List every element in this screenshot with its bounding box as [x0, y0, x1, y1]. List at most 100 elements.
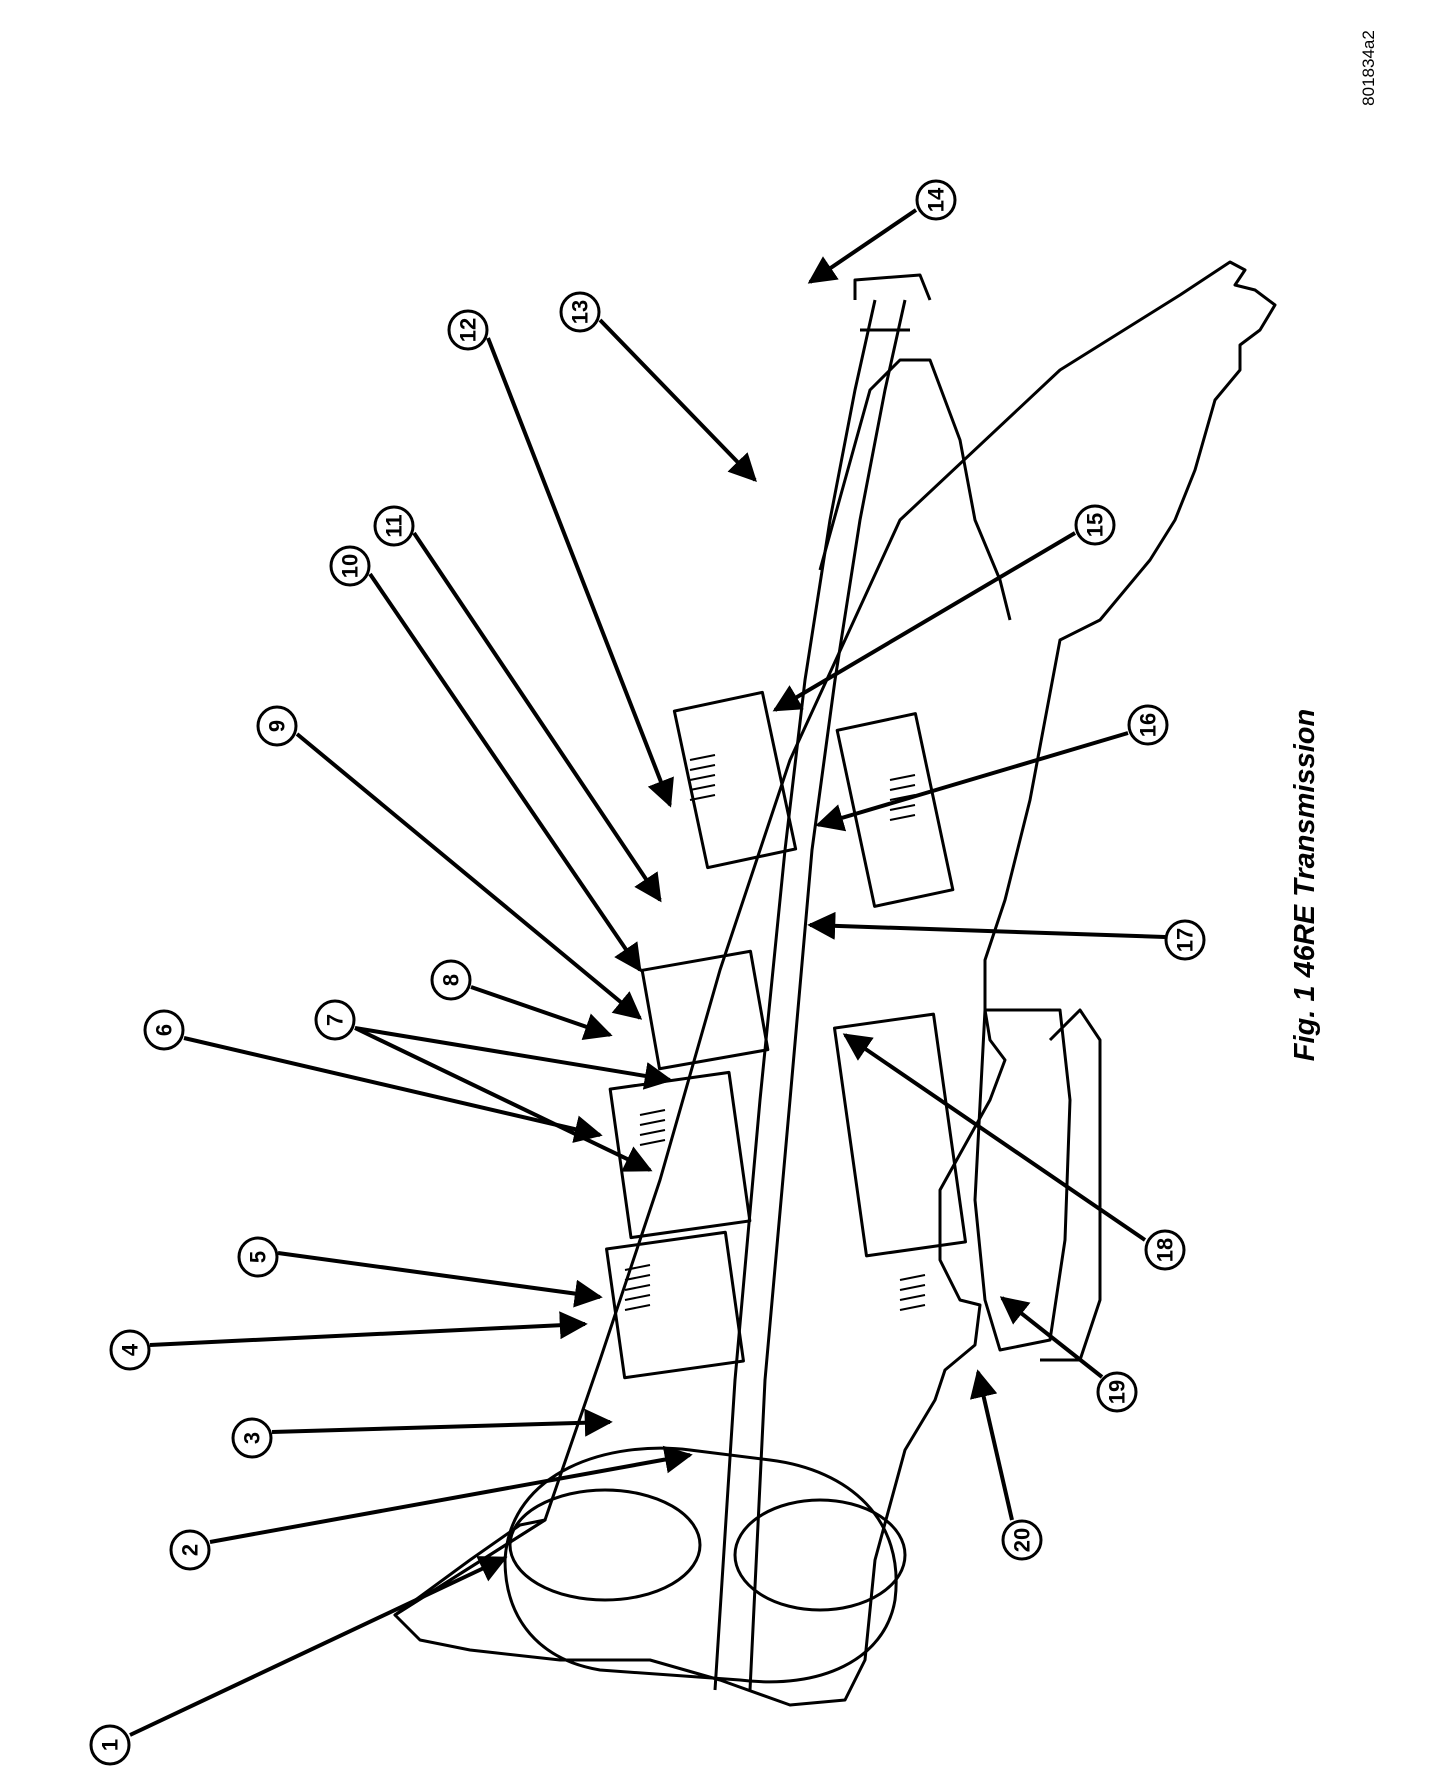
leader-7a [354, 1026, 653, 1172]
callout-circle [373, 505, 415, 547]
callout-number: 15 [1083, 513, 1108, 537]
callout-10: 10 [329, 545, 371, 587]
callout-number: 13 [568, 300, 593, 324]
callout-9: 9 [256, 705, 298, 747]
callout-11: 11 [373, 505, 415, 547]
leader-9 [295, 732, 643, 1020]
callout-circle [143, 1009, 185, 1051]
callout-number: 3 [240, 1432, 265, 1444]
clutch-plates [624, 754, 926, 1311]
callout-number: 19 [1105, 1380, 1130, 1404]
callout-number: 18 [1153, 1238, 1178, 1262]
leader-13 [598, 318, 757, 483]
extension-housing [818, 358, 1012, 621]
low-reverse-area [832, 1012, 968, 1258]
callout-number: 20 [1010, 1528, 1035, 1552]
leader-5 [277, 1251, 603, 1308]
leader-7b [354, 1026, 673, 1090]
torque-converter-lower [733, 1498, 907, 1612]
callout-circle [1074, 504, 1116, 546]
planetary-front [640, 949, 770, 1071]
leader-16 [815, 731, 1129, 832]
callout-circle [1164, 919, 1206, 961]
callout-number: 1 [98, 1739, 123, 1751]
leader-1 [129, 1556, 508, 1737]
output-shaft [853, 273, 932, 332]
callout-number: 4 [118, 1343, 143, 1356]
callout-14: 14 [915, 179, 957, 221]
main-shaft-inner [748, 299, 907, 1691]
callout-circle [237, 1236, 279, 1278]
callout-17: 17 [1164, 919, 1206, 961]
leader-15 [772, 531, 1077, 712]
callout-circle [559, 291, 601, 333]
callout-circle [329, 545, 371, 587]
callout-circle [314, 999, 356, 1041]
transmission-body [393, 260, 1277, 1707]
callout-circle [447, 309, 489, 351]
housing-outline [393, 260, 1277, 1707]
callout-circle [915, 179, 957, 221]
callout-1: 1 [89, 1724, 131, 1766]
callout-number: 16 [1136, 713, 1161, 737]
leader-17 [807, 911, 1166, 940]
callout-circle [109, 1329, 151, 1371]
callout-circle [430, 959, 472, 1001]
callout-circle [169, 1529, 211, 1571]
torque-converter-shell [503, 1446, 898, 1684]
leader-8 [470, 985, 613, 1041]
callout-circle [1144, 1229, 1186, 1271]
rear-clutch-drum [605, 1230, 745, 1380]
leader-20 [969, 1369, 1014, 1521]
leader-14 [807, 208, 918, 284]
callout-number: 14 [924, 187, 949, 212]
leader-6 [183, 1036, 603, 1143]
callout-circle [1001, 1519, 1043, 1561]
callout-number: 5 [246, 1251, 271, 1263]
callout-7: 7 [314, 999, 356, 1041]
leader-11 [412, 531, 662, 903]
leader-3 [271, 1408, 613, 1437]
callout-number: 7 [323, 1014, 348, 1026]
callout-circle [231, 1417, 273, 1459]
callout-15: 15 [1074, 504, 1116, 546]
valve-body [973, 1008, 1072, 1352]
callout-circle [1096, 1371, 1138, 1413]
callout-16: 16 [1127, 704, 1169, 746]
leader-19 [999, 1296, 1104, 1379]
callout-6: 6 [143, 1009, 185, 1051]
callout-12: 12 [447, 309, 489, 351]
callout-circle [1127, 704, 1169, 746]
callout-number: 11 [382, 514, 407, 537]
callout-number: 2 [178, 1544, 203, 1556]
callout-number: 17 [1173, 928, 1198, 952]
bell-housing [393, 1518, 547, 1617]
callout-number: 8 [439, 974, 464, 986]
callout-number: 6 [152, 1024, 177, 1036]
callout-5: 5 [237, 1236, 279, 1278]
overdrive-unit-lower [835, 712, 955, 908]
leader-2 [209, 1445, 693, 1544]
callout-circle [256, 705, 298, 747]
callout-19: 19 [1096, 1371, 1138, 1413]
leader-18 [842, 1033, 1147, 1242]
callout-number: 10 [338, 554, 363, 578]
callout-13: 13 [559, 291, 601, 333]
leader-10 [368, 572, 642, 973]
callout-18: 18 [1144, 1229, 1186, 1271]
callout-3: 3 [231, 1417, 273, 1459]
figure-caption: Fig. 1 46RE Transmission [1289, 708, 1321, 1062]
callout-2: 2 [169, 1529, 211, 1571]
callout-8: 8 [430, 959, 472, 1001]
figure-code: 801834a2 [1359, 30, 1378, 106]
torque-converter-upper [508, 1488, 702, 1602]
leader-lines [129, 208, 1166, 1737]
callout-number: 12 [456, 318, 481, 342]
callout-circle [89, 1724, 131, 1766]
oil-pan [1040, 1008, 1102, 1362]
callout-number: 9 [265, 720, 290, 732]
callout-20: 20 [1001, 1519, 1043, 1561]
leader-12 [486, 337, 674, 808]
